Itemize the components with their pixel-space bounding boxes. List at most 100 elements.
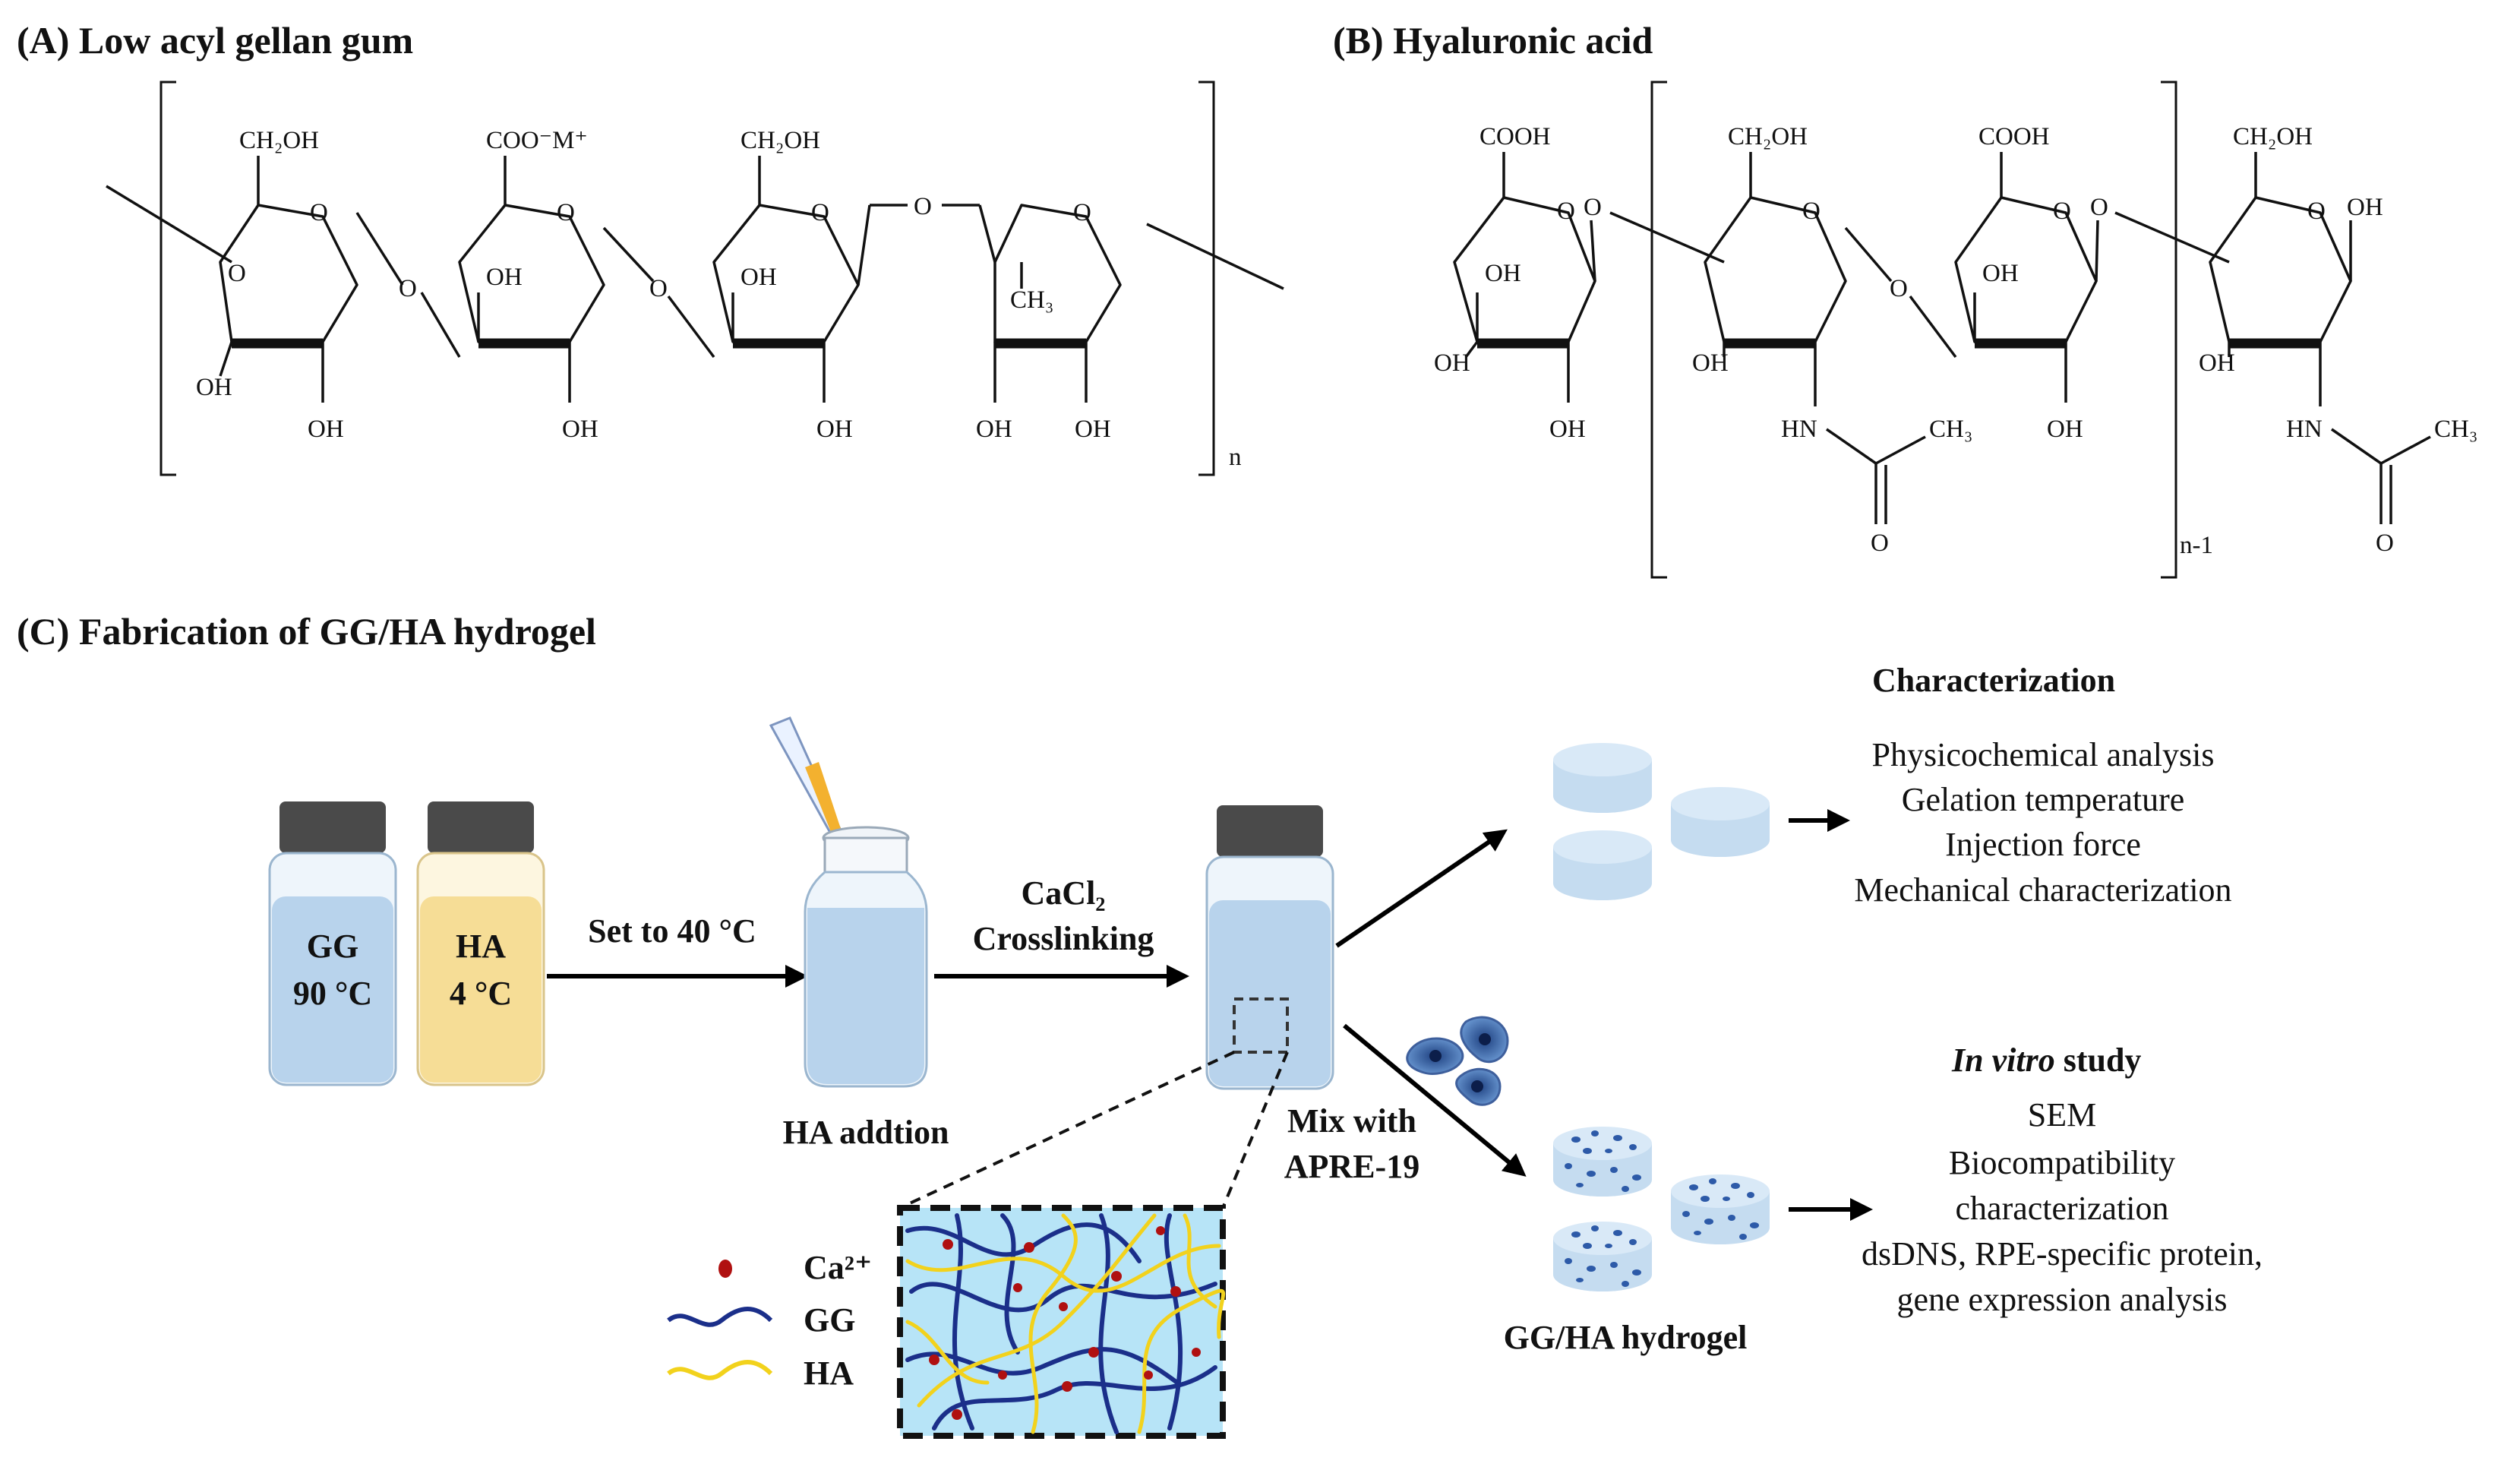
svg-text:O: O bbox=[310, 199, 328, 226]
svg-text:CH₂OH: CH₂OH bbox=[1728, 123, 1808, 150]
ha-vial: HA 4 °C bbox=[416, 801, 545, 1086]
svg-text:OH: OH bbox=[196, 374, 232, 401]
cell-laden-disc bbox=[1671, 1174, 1770, 1244]
step-crosslinking: Crosslinking bbox=[973, 920, 1154, 957]
invitro-item: gene expression analysis bbox=[1897, 1281, 2228, 1318]
characterization-item: Gelation temperature bbox=[1902, 781, 2185, 818]
svg-text:OH: OH bbox=[1434, 349, 1470, 377]
hyaluronic-acid-structure: n-1 COOH O OH OH OH O CH₂OH O OH HN CH₃ … bbox=[1434, 81, 2477, 579]
svg-text:CH₃: CH₃ bbox=[2434, 416, 2477, 443]
invitro-item: characterization bbox=[1956, 1190, 2169, 1227]
svg-text:HN: HN bbox=[1781, 416, 1817, 443]
svg-text:OH: OH bbox=[1075, 416, 1111, 443]
svg-text:O: O bbox=[1802, 198, 1821, 225]
apre19-cells bbox=[1406, 1016, 1509, 1106]
polymer-network bbox=[897, 1205, 1226, 1439]
invitro-item: SEM bbox=[2028, 1096, 2096, 1133]
characterization-item: Injection force bbox=[1945, 826, 2141, 863]
svg-text:OH: OH bbox=[562, 416, 598, 443]
panel-c-title: (C) Fabrication of GG/HA hydrogel bbox=[17, 610, 596, 653]
step-mix-line2: APRE-19 bbox=[1284, 1148, 1419, 1185]
svg-text:OH: OH bbox=[1549, 416, 1586, 443]
gellan-r4-ch3: CH₃ bbox=[1010, 286, 1053, 314]
svg-text:CH₃: CH₃ bbox=[1929, 416, 1972, 443]
svg-text:OH: OH bbox=[1982, 260, 2019, 287]
ha-vial-liquid bbox=[420, 896, 542, 1083]
svg-text:O: O bbox=[2053, 198, 2071, 225]
ha-repeat-n1: n-1 bbox=[2180, 532, 2213, 559]
svg-text:O: O bbox=[1557, 198, 1575, 225]
legend-gg-swatch bbox=[667, 1307, 773, 1327]
arrow-to-invitro bbox=[1343, 1023, 1527, 1177]
svg-text:OH: OH bbox=[2047, 416, 2083, 443]
svg-text:O: O bbox=[1584, 194, 1602, 221]
cell-laden-discs bbox=[1553, 1127, 1770, 1291]
characterization-title: Characterization bbox=[1872, 662, 2115, 699]
svg-text:COOH: COOH bbox=[1978, 123, 2050, 150]
svg-text:OH: OH bbox=[2347, 194, 2383, 221]
gellan-right-bracket bbox=[1198, 81, 1215, 476]
gg-vial-liquid bbox=[272, 896, 393, 1083]
svg-text:O: O bbox=[811, 199, 829, 226]
ha-vial-temp: 4 °C bbox=[450, 975, 512, 1012]
svg-text:HN: HN bbox=[2286, 416, 2323, 443]
gg-vial-cap bbox=[279, 801, 386, 853]
invitro-item: Biocompatibility bbox=[1949, 1144, 2175, 1181]
step-mix-line1: Mix with bbox=[1287, 1102, 1416, 1140]
characterization-item: Mechanical characterization bbox=[1854, 871, 2231, 909]
legend-ha-swatch bbox=[667, 1360, 773, 1380]
gellan-left-bracket bbox=[159, 81, 176, 476]
gellan-r1-ch2oh: CH₂OH bbox=[239, 127, 319, 154]
svg-text:O: O bbox=[2307, 198, 2326, 225]
hydrogel-label: GG/HA hydrogel bbox=[1504, 1319, 1748, 1356]
invitro-item: dsDNS, RPE-specific protein, bbox=[1862, 1235, 2263, 1272]
ca-ions bbox=[929, 1226, 1201, 1420]
hydrogel-disc bbox=[1553, 743, 1652, 813]
cell-laden-disc bbox=[1553, 1222, 1652, 1291]
svg-text:OH: OH bbox=[1485, 260, 1521, 287]
svg-text:O: O bbox=[557, 199, 575, 226]
hydrogel-disc bbox=[1553, 830, 1652, 900]
step-ha-addition: HA addtion bbox=[783, 1114, 949, 1151]
ha-left-bracket bbox=[1650, 81, 1667, 579]
svg-text:OH: OH bbox=[741, 264, 777, 291]
crosslinked-vial bbox=[1205, 805, 1334, 1090]
svg-text:O: O bbox=[2090, 194, 2108, 221]
gellan-repeat-n: n bbox=[1229, 444, 1242, 471]
gg-vial-temp: 90 °C bbox=[293, 975, 372, 1012]
ha-vial-cap bbox=[428, 801, 534, 853]
characterization-item: Physicochemical analysis bbox=[1872, 736, 2215, 773]
svg-text:OH: OH bbox=[1692, 349, 1729, 377]
invitro-title: In vitro study bbox=[1951, 1042, 2141, 1079]
ha-right-bracket bbox=[2161, 81, 2177, 579]
gg-chains bbox=[905, 1213, 1217, 1434]
svg-text:O: O bbox=[914, 193, 932, 220]
svg-text:COOH: COOH bbox=[1479, 123, 1551, 150]
svg-text:O: O bbox=[399, 275, 417, 302]
svg-text:O: O bbox=[2376, 530, 2394, 557]
svg-text:O: O bbox=[1871, 530, 1889, 557]
legend-ha-label: HA bbox=[804, 1355, 854, 1392]
crosslinked-vial-cap bbox=[1217, 805, 1323, 857]
ha-chains bbox=[905, 1213, 1226, 1434]
arrow-to-characterization bbox=[1335, 829, 1508, 948]
legend-ca-swatch bbox=[718, 1260, 732, 1278]
ha-addition-bottle bbox=[769, 716, 928, 1088]
svg-text:OH: OH bbox=[2199, 349, 2235, 377]
svg-text:O: O bbox=[1073, 199, 1091, 226]
gg-vial-name: GG bbox=[307, 928, 358, 965]
panel-b-title: (B) Hyaluronic acid bbox=[1333, 19, 1653, 62]
step-set-temp: Set to 40 °C bbox=[588, 912, 756, 950]
svg-text:OH: OH bbox=[308, 416, 344, 443]
gellan-r3-ch2oh: CH₂OH bbox=[741, 127, 820, 154]
legend: Ca²⁺ GG HA bbox=[667, 1249, 872, 1392]
gg-vial: GG 90 °C bbox=[268, 801, 397, 1086]
legend-ca-label: Ca²⁺ bbox=[804, 1249, 872, 1286]
legend-gg-label: GG bbox=[804, 1301, 855, 1339]
panel-a-title: (A) Low acyl gellan gum bbox=[17, 19, 413, 62]
step-cacl2: CaCl₂ bbox=[1022, 874, 1106, 912]
zoom-box bbox=[1233, 997, 1289, 1054]
cell-laden-disc bbox=[1553, 1127, 1652, 1197]
svg-text:O: O bbox=[228, 260, 246, 287]
